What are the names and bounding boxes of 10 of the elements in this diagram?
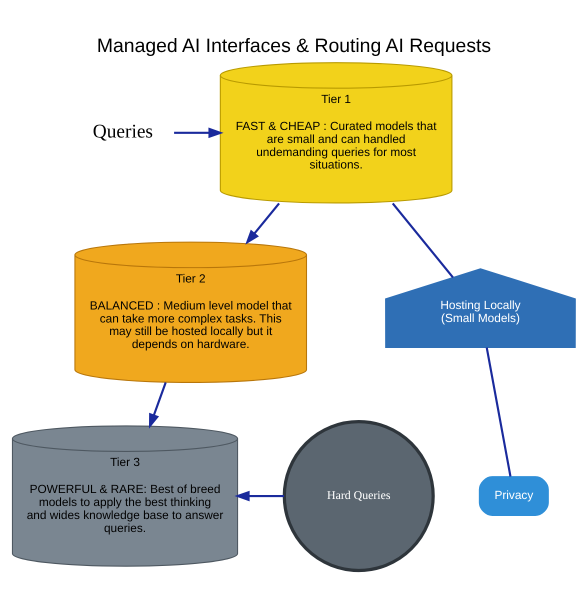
connector — [486, 347, 512, 477]
arrow — [234, 490, 284, 502]
arrow — [245, 202, 280, 245]
arrow — [174, 128, 224, 138]
node-circle: Hard Queries — [282, 420, 435, 572]
arrow — [148, 382, 167, 429]
node-text: Queries — [92, 122, 153, 143]
node-box: Privacy — [478, 476, 549, 516]
diagram-title: Managed AI Interfaces & Routing AI Requests — [96, 35, 492, 58]
connector — [392, 202, 454, 278]
